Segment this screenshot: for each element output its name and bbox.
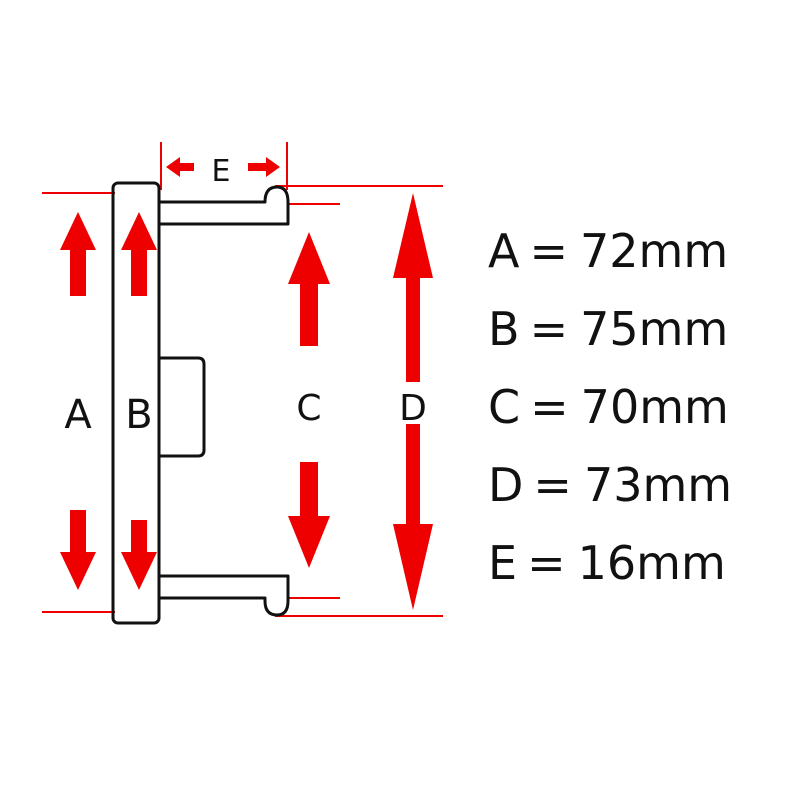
top-clip — [159, 185, 290, 226]
label-a: A — [64, 392, 92, 438]
e-right-arrow — [248, 157, 280, 177]
center-boss — [159, 356, 206, 458]
bottom-clip — [159, 574, 290, 617]
dimension-legend: A = 72mm B = 75mm C = 70mm D = 73mm E = … — [488, 212, 788, 602]
legend-equals: = — [533, 458, 572, 512]
legend-key: D — [488, 458, 524, 512]
d-down-arrow — [393, 424, 433, 610]
legend-equals: = — [527, 536, 566, 590]
cap-face — [111, 181, 161, 625]
legend-value: 72mm — [580, 224, 729, 278]
legend-value: 70mm — [580, 380, 729, 434]
e-left-arrow — [166, 157, 194, 177]
b-up-arrow — [121, 212, 157, 296]
legend-row-c: C = 70mm — [488, 368, 788, 446]
legend-equals: = — [529, 224, 569, 278]
d-up-arrow — [393, 193, 433, 382]
legend-row-a: A = 72mm — [488, 212, 788, 290]
legend-row-b: B = 75mm — [488, 290, 788, 368]
label-b: B — [125, 392, 152, 438]
legend-key: A — [488, 224, 520, 278]
extension-lines — [42, 142, 443, 617]
legend-value: 75mm — [580, 302, 729, 356]
b-down-arrow — [121, 520, 157, 590]
part-outline — [111, 181, 290, 625]
legend-row-e: E = 16mm — [488, 524, 788, 602]
legend-equals: = — [530, 380, 569, 434]
label-d: D — [399, 388, 427, 429]
a-up-arrow — [60, 212, 96, 296]
legend-row-d: D = 73mm — [488, 446, 788, 524]
legend-equals: = — [529, 302, 569, 356]
legend-value: 73mm — [583, 458, 733, 512]
legend-key: B — [488, 302, 520, 356]
legend-key: E — [488, 536, 518, 590]
label-c: C — [296, 388, 321, 429]
c-down-arrow — [288, 462, 330, 568]
c-up-arrow — [288, 232, 330, 346]
label-e: E — [212, 154, 231, 189]
dimension-arrows — [60, 157, 433, 610]
a-down-arrow — [60, 510, 96, 590]
legend-value: 16mm — [577, 536, 726, 590]
legend-key: C — [488, 380, 521, 434]
